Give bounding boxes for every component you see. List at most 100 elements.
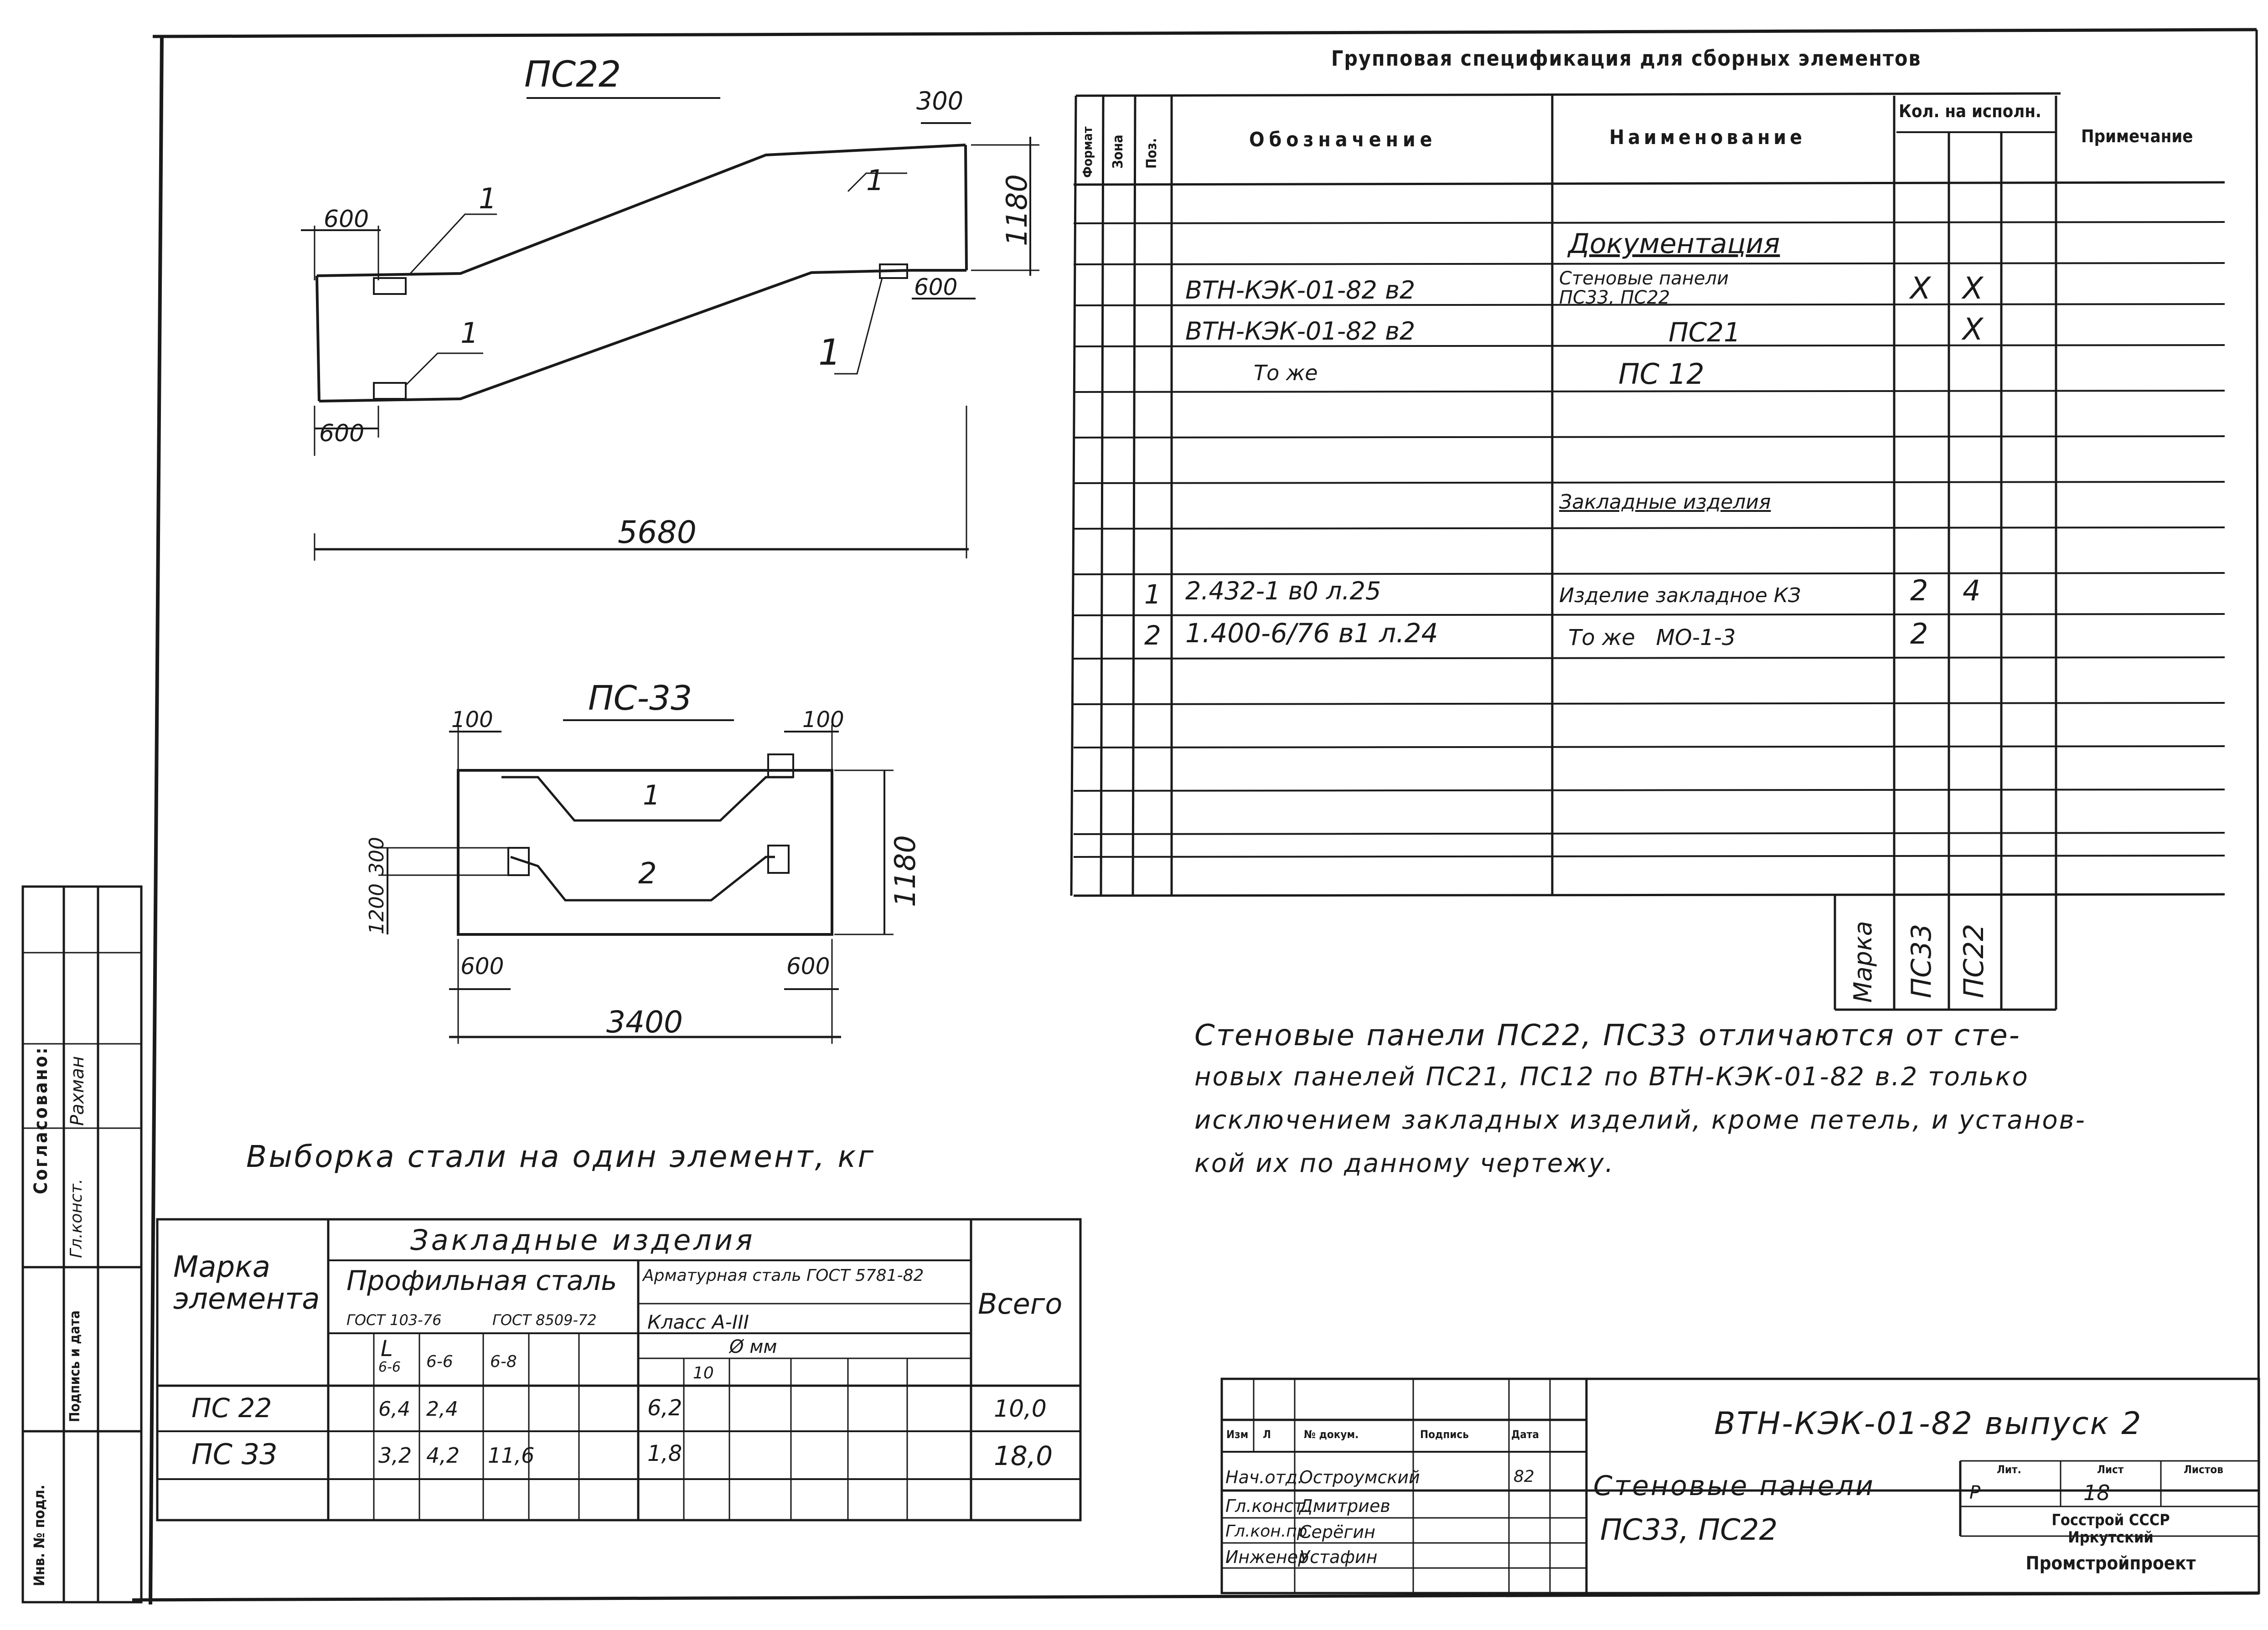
spec-header-format: Формат [1080,126,1095,178]
pc22-dim-600-right: 600 [914,274,958,300]
spec-row-2-q1: X [1910,271,1931,306]
pc33-dim-1200: 1200 [365,883,388,934]
note-line-3: исключением закладных изделий, кроме пет… [1194,1105,2086,1135]
panel-pc33-drawing [378,719,894,1044]
stamp-sheet-value: 18 [2083,1480,2110,1505]
marka-value-pc22: ПС22 [1958,923,1990,998]
stamp-name-1: Остроумский [1299,1467,1420,1487]
steel-header-rebar: Арматурная сталь ГОСТ 5781-82 [643,1266,924,1285]
pc33-dim-600-left: 600 [460,953,504,980]
spec-header-name: Наименование [1609,126,1806,149]
pc33-dim-100-left: 100 [451,707,493,732]
stamp-title-line2: ПС33, ПС22 [1600,1513,1778,1547]
steel-sub-2: 6-6 [426,1352,453,1371]
side-stamp-grid [21,885,143,1604]
steel-header-marka: Марка элемента [173,1250,320,1316]
stamp-lit-label: Лит. [1997,1463,2021,1476]
steel-header-total: Всего [978,1287,1063,1321]
stamp-sheets-label: Листов [2184,1463,2223,1476]
steel-row-2-total: 18,0 [994,1440,1053,1471]
note-line-2: новых панелей ПС21, ПС12 по ВТН-КЭК-01-8… [1194,1062,2029,1092]
pc22-dim-5680: 5680 [618,515,697,551]
spec-row-2-q2: X [1963,271,1984,306]
steel-row-2-r1: 1,8 [647,1441,682,1466]
pc22-pos-1b: 1 [460,316,479,350]
spec-row-10-q1: 2 [1910,617,1928,650]
stamp-header-date: Дата [1511,1428,1539,1441]
spec-row-9-name: Изделие закладное КЗ [1559,584,1801,607]
steel-row-1-c2: 2,4 [426,1398,458,1421]
spec-row-4-designation: То же [1254,361,1318,385]
steel-title: Выборка стали на один элемент, кг [246,1139,876,1174]
side-name: Рахман [67,1056,88,1126]
spec-table-grid [1070,92,2225,1011]
pc33-pos-1: 1 [643,779,661,811]
title-block-grid [1220,1377,2260,1594]
pc22-dim-600-bottom: 600 [319,420,365,447]
frame-left [149,36,164,1605]
stamp-name-4: Устафин [1299,1547,1378,1567]
pc22-dim-1180: 1180 [1000,174,1033,246]
pc33-dim-600-right: 600 [786,953,830,980]
note-line-1: Стеновые панели ПС22, ПС33 отличаются от… [1194,1019,2021,1052]
steel-row-2-c3: 11,6 [488,1443,535,1468]
steel-row-2-mark: ПС 33 [191,1438,278,1471]
pc33-dim-1180: 1180 [889,835,922,907]
marka-value-pc33: ПС33 [1906,923,1937,998]
frame-right [2255,29,2260,1568]
pc22-dim-600-top: 600 [324,206,369,233]
side-agreed: Согласовано: [31,1046,52,1194]
steel-table-grid [156,1218,1082,1522]
pc22-pos-1c: 1 [866,164,884,197]
spec-row-10-name: То же МО-1-3 [1568,625,1736,650]
side-sign-date: Подпись и дата [67,1310,83,1422]
spec-row-1-name: Документация [1568,228,1780,260]
spec-header-pos: Поз. [1144,138,1160,169]
pc22-pos-1d: 1 [818,332,841,373]
steel-sub-3: 6-8 [490,1352,517,1371]
spec-row-7-name: Закладные изделия [1559,490,1771,514]
spec-row-10-pos: 2 [1144,620,1161,651]
pc33-dim-3400: 3400 [606,1005,683,1040]
stamp-org-line1: Госстрой СССР [2051,1511,2170,1529]
stamp-header-list: Л [1263,1428,1271,1441]
spec-row-3-q2: X [1963,312,1984,347]
pc22-title: ПС22 [524,54,621,95]
spec-row-2-designation: ВТН-КЭК-01-82 в2 [1185,276,1416,304]
spec-header-zone: Зона [1110,134,1126,169]
panel-pc22-drawing [301,97,1039,561]
spec-row-9-q1: 2 [1910,574,1928,607]
spec-header-designation: Обозначение [1249,128,1437,151]
spec-row-4-name: ПС 12 [1618,357,1705,391]
pc33-dim-100-right: 100 [802,707,844,732]
spec-row-3-name: ПС21 [1669,317,1741,348]
stamp-name-3: Серёгин [1299,1522,1375,1542]
steel-header-class: Класс А-III [647,1311,749,1333]
stamp-role-3: Гл.кон.пр. [1225,1522,1313,1541]
stamp-org-line3: Промстройпроект [2025,1553,2196,1574]
marka-label: Марка [1849,921,1877,1003]
frame-top [152,28,2257,38]
stamp-role-2: Гл.конст. [1225,1496,1309,1516]
note-line-4: кой их по данному чертежу. [1194,1149,1615,1178]
steel-row-2-c2: 4,2 [426,1443,460,1468]
side-role: Гл.конст. [67,1178,86,1258]
steel-header-gost-a: ГОСТ 103-76 [346,1311,442,1329]
stamp-sheet-label: Лист [2097,1463,2124,1476]
pc22-pos-1a: 1 [479,182,497,215]
pc33-title: ПС-33 [588,679,692,718]
stamp-role-1: Нач.отд. [1225,1467,1303,1487]
steel-header-d: Ø мм [729,1336,777,1357]
spec-row-2-name: Стеновые панели ПС33, ПС22 [1559,268,1729,308]
side-inv: Инв. № подл. [31,1485,48,1586]
steel-row-2-c1: 3,2 [378,1443,412,1468]
steel-sub-1: 6-6 [378,1359,401,1375]
steel-header-embedded: Закладные изделия [410,1223,755,1257]
steel-row-1-mark: ПС 22 [191,1393,272,1424]
spec-title: Групповая спецификация для сборных элеме… [1331,46,1922,71]
stamp-title-line1: Стеновые панели [1593,1470,1875,1502]
steel-row-1-c1: 6,4 [378,1398,410,1421]
stamp-org-line2: Иркутский [2068,1528,2154,1547]
stamp-date-1: 82 [1514,1467,1534,1486]
spec-row-3-designation: ВТН-КЭК-01-82 в2 [1185,317,1416,346]
